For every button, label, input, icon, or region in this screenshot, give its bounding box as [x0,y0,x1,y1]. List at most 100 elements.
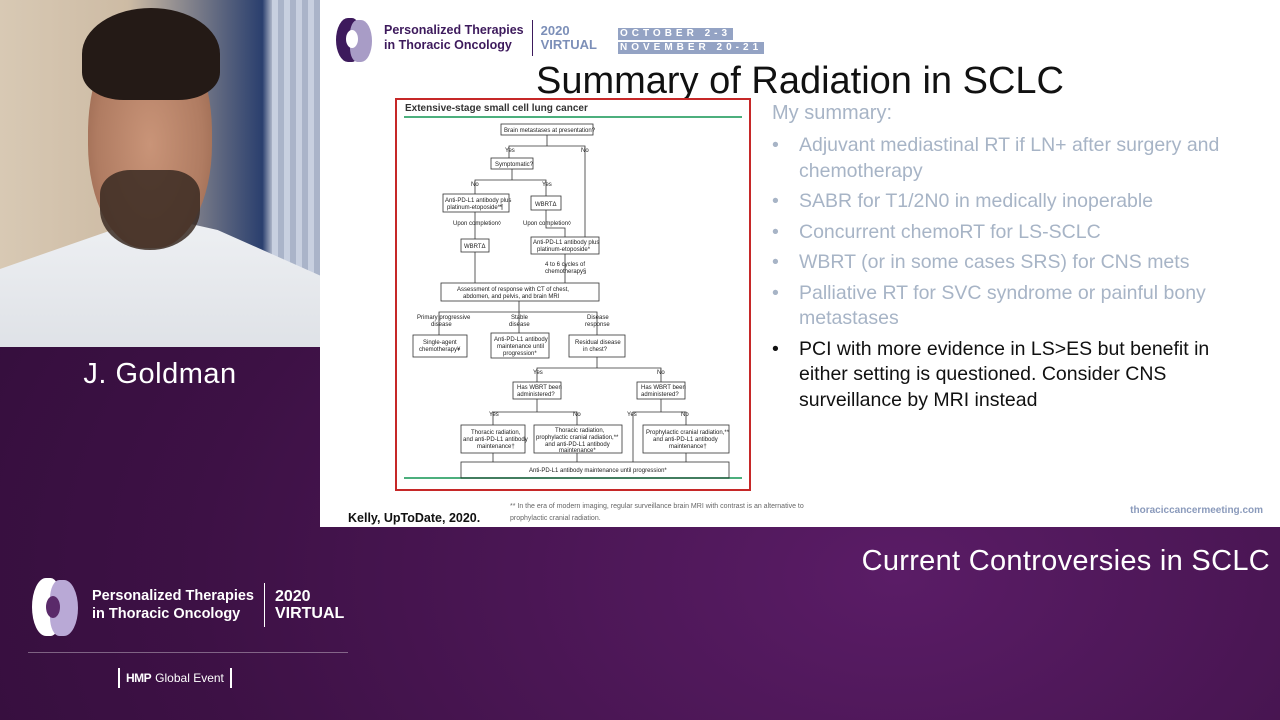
date-tag-november: NOVEMBER 20-21 [618,42,765,54]
speaker-video [0,0,320,347]
conference-name-line1: Personalized Therapies [384,23,524,37]
node-single-agent: chemotherapy¥ [419,347,461,353]
flowchart-top-rule [404,116,742,118]
node-has-wbrt-2: Has WBRT been [641,385,686,391]
node-maintenance: progression* [503,351,537,357]
footer-conference-name: Personalized Therapies in Thoracic Oncol… [92,587,254,623]
node-maintenance: Anti-PD-L1 antibody [494,337,548,343]
session-title: Current Controversies in SCLC [861,545,1270,577]
node-pci: and anti-PD-L1 antibody [653,437,718,443]
citation: Kelly, UpToDate, 2020. [348,511,481,525]
node-thoracic: Thoracic radiation, [471,430,521,436]
bullet-item: •SABR for T1/2N0 in medically inoperable [772,189,1242,215]
hmp-logo-icon: HMP [126,671,152,685]
bullet-text: Adjuvant mediastinal RT if LN+ after sur… [799,134,1220,182]
conference-website: thoraciccancermeeting.com [1130,505,1263,516]
node-thoracic-pci: and anti-PD-L1 antibody [545,442,610,448]
node-anti-pdl1-b: platinum-etoposide* [537,247,591,253]
label-cycles: 4 to 6 cycles of [545,262,585,268]
node-anti-pdl1-a: platinum-etoposide*¶ [447,205,503,211]
summary-heading: My summary: [772,102,892,124]
label-progressive: Primary progressive [417,315,471,321]
label-yes-3: Yes [533,370,543,376]
label-no-3: No [657,370,665,376]
bullet-dot-icon: • [772,337,779,360]
node-has-wbrt-2: administered? [641,392,679,398]
label-response: response [585,322,610,328]
conference-name-line2: in Thoracic Oncology [384,38,512,52]
flowchart-title: Extensive-stage small cell lung cancer [405,103,588,114]
hmp-global-event-badge: HMP Global Event [118,668,232,688]
label-no-1: No [581,148,589,154]
footer-year-number: 2020 [274,588,311,605]
footer-conference-logo: Personalized Therapies in Thoracic Oncol… [28,572,344,638]
conference-year: 2020 VIRTUAL [541,24,597,52]
presentation-slide: Personalized Therapies in Thoracic Oncol… [320,0,1280,527]
node-assessment: Assessment of response with CT of chest, [457,287,569,293]
bullet-item: • Adjuvant mediastinal RT if LN+ after su… [772,133,1242,184]
date-tag-october: OCTOBER 2-3 [618,28,734,40]
bullet-item: • WBRT (or in some cases SRS) for CNS met… [772,250,1242,276]
node-residual: Residual disease [575,340,621,346]
footer-conference-name-line2: in Thoracic Oncology [92,606,241,622]
label-no-4: No [573,412,581,418]
node-wbrt-b: WBRTΔ [464,244,486,250]
node-pci: Prophylactic cranial radiation,** [646,430,730,436]
bullet-dot-icon: • [772,220,779,243]
label-upon-completion-2: Upon completion◊ [523,220,571,227]
label-yes-5: Yes [627,412,637,418]
summary-list: • Adjuvant mediastinal RT if LN+ after su… [772,133,1242,413]
bullet-text: PCI with more evidence in LS>ES but bene… [799,337,1210,411]
bullet-item-active: • PCI with more evidence in LS>ES but ben… [772,337,1242,414]
summary-panel: My summary: • Adjuvant mediastinal RT if … [772,102,1242,418]
slide-title: Summary of Radiation in SCLC [536,60,1064,102]
node-anti-pdl1-a: Anti-PD-L1 antibody plus [445,198,511,204]
node-residual: in chest? [583,347,608,353]
node-single-agent: Single-agent [423,340,457,346]
lungs-logo-icon [28,572,80,638]
node-thoracic-pci: maintenance* [559,448,596,454]
node-assessment: abdomen, and pelvis, and brain MRI [463,294,560,300]
node-thoracic-pci: prophylactic cranial radiation,** [536,435,619,441]
bullet-item: •Palliative RT for SVC syndrome or painf… [772,281,1242,332]
bullet-dot-icon: • [772,134,779,156]
bullet-dot-icon: • [772,251,779,273]
event-label: Global Event [155,671,224,685]
node-wbrt-a: WBRTΔ [535,202,557,208]
label-yes-1: Yes [505,148,515,154]
bullet-text: Concurrent chemoRT for LS-SCLC [799,220,1101,243]
label-progressive: disease [431,322,452,328]
flowchart-diagram: Brain metastases at presentation? Yes No… [412,123,730,479]
footer-conference-year: 2020 VIRTUAL [275,588,344,622]
label-yes-2: Yes [542,182,552,188]
speaker-hair [82,8,220,100]
node-brain-mets: Brain metastases at presentation? [504,128,596,134]
bullet-dot-icon: • [772,281,779,304]
label-yes-4: Yes [489,412,499,418]
flowchart-footnote: ** In the era of modern imaging, regular… [510,503,804,522]
node-thoracic: and anti-PD-L1 antibody [463,437,528,443]
footer-logo-divider [263,583,265,627]
conference-mode: VIRTUAL [540,37,597,52]
footer-conference-name-line1: Personalized Therapies [92,588,254,604]
node-anti-pdl1-b: Anti-PD-L1 antibody plus [533,240,599,246]
node-has-wbrt-1: administered? [517,392,555,398]
node-pci: maintenance† [669,444,707,450]
conference-name: Personalized Therapies in Thoracic Oncol… [384,23,524,53]
speaker-beard [100,170,200,250]
bullet-text: WBRT (or in some cases SRS) for CNS mets [799,251,1190,273]
label-no-2: No [471,182,479,188]
label-upon-completion-1: Upon completion◊ [453,220,501,227]
label-response: Disease [587,315,609,321]
node-has-wbrt-1: Has WBRT been [517,385,562,391]
node-maintenance: maintenance until [497,344,544,350]
conference-year-number: 2020 [540,23,570,38]
label-cycles: chemotherapy§ [545,269,586,275]
bullet-item: • Concurrent chemoRT for LS-SCLC [772,220,1242,246]
bullet-dot-icon: • [772,190,779,212]
speaker-name: J. Goldman [83,358,237,390]
node-thoracic-pci: Thoracic radiation, [555,428,605,434]
slide-conference-logo: Personalized Therapies in Thoracic Oncol… [332,12,597,64]
treatment-flowchart: Extensive-stage small cell lung cancer [395,98,751,491]
node-thoracic: maintenance† [477,444,515,450]
